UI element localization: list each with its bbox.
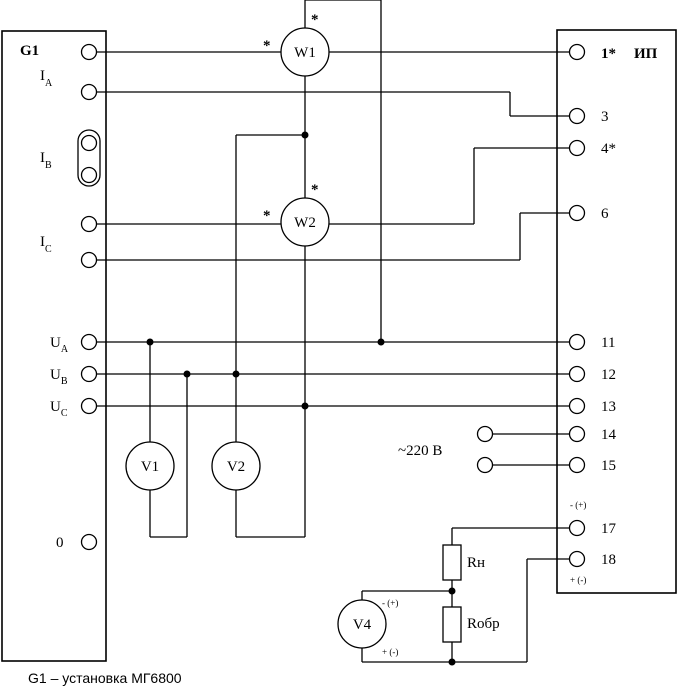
g1-terminal-zero [80, 533, 98, 551]
ip-terminal-13 [568, 397, 586, 415]
voltmeter-v1 [125, 441, 175, 491]
ip-label-12: 12 [601, 367, 616, 383]
voltmeter-v1-label: V1 [141, 459, 159, 475]
resistor-robr [442, 606, 462, 643]
g1-label-uc: UC [50, 399, 68, 419]
ip-terminal-11 [568, 333, 586, 351]
v4-polarity-bottom: + (-) [382, 647, 398, 657]
ip-label-18: 18 [601, 552, 616, 568]
ip-terminal-6 [568, 204, 586, 222]
voltmeter-v2 [211, 441, 261, 491]
ip-label-15: 15 [601, 458, 616, 474]
resistor-rn-label: Rн [467, 555, 485, 571]
w2-star-voltage: * [311, 182, 319, 198]
g1-terminal-ia1 [80, 43, 98, 61]
ip-terminal-14 [568, 425, 586, 443]
ip-terminal-4 [568, 139, 586, 157]
g1-label-ia: IA [40, 68, 53, 89]
w2-star-current: * [263, 208, 271, 224]
resistor-rn [442, 544, 462, 581]
w1-star-voltage: * [311, 12, 319, 28]
ip-polarity-bottom: + (-) [570, 575, 586, 585]
wattmeter-w2 [280, 197, 330, 247]
ip-label-17: 17 [601, 521, 617, 537]
voltmeter-v4-label: V4 [353, 617, 372, 633]
g1-label-ic: IC [40, 234, 52, 255]
supply-terminal-1 [476, 425, 494, 443]
g1-label-ib: IB [40, 150, 52, 171]
caption: G1 – установка МГ6800 [28, 670, 182, 686]
supply-terminal-2 [476, 456, 494, 474]
ip-terminal-18 [568, 550, 586, 568]
voltmeter-v2-label: V2 [227, 459, 245, 475]
supply-label: ~220 В [398, 443, 442, 459]
ip-label-1: 1* [601, 46, 616, 62]
ip-label-4: 4* [601, 141, 616, 157]
resistor-robr-label: Rобр [467, 616, 500, 632]
g1-label-ua: UA [50, 335, 69, 355]
ip-label-11: 11 [601, 335, 615, 351]
ip-terminal-15 [568, 456, 586, 474]
wattmeter-w1 [280, 27, 330, 77]
junction-dots [146, 131, 456, 666]
g1-terminal-ib1 [80, 134, 98, 152]
g1-terminal-ia2 [80, 83, 98, 101]
g1-title: G1 [20, 43, 39, 59]
wires [97, 0, 569, 663]
ip-label-13: 13 [601, 399, 616, 415]
junction-dot [232, 370, 240, 378]
g1-label-ub: UB [50, 367, 68, 387]
ip-polarity-top: - (+) [570, 500, 586, 510]
g1-terminal-ic2 [80, 251, 98, 269]
w1-star-current: * [263, 38, 271, 54]
junction-dot [146, 338, 154, 346]
junction-dot [301, 402, 309, 410]
g1-terminal-ib2 [80, 166, 98, 184]
g1-ib-link [77, 129, 101, 187]
junction-dot [448, 587, 456, 595]
ip-label-6: 6 [601, 206, 609, 222]
junction-dot [377, 338, 385, 346]
junction-dot [183, 370, 191, 378]
ip-title: ИП [634, 46, 658, 62]
wattmeter-w1-label: W1 [294, 45, 316, 61]
junction-dot [448, 658, 456, 666]
g1-terminal-uc [80, 397, 98, 415]
g1-terminal-ua [80, 333, 98, 351]
v4-polarity-top: - (+) [382, 598, 398, 608]
voltmeter-v4 [337, 599, 387, 649]
g1-terminal-ub [80, 365, 98, 383]
ip-label-14: 14 [601, 427, 617, 443]
ip-terminal-12 [568, 365, 586, 383]
g1-terminal-ic1 [80, 215, 98, 233]
wattmeter-w2-label: W2 [294, 215, 316, 231]
ip-label-3: 3 [601, 109, 609, 125]
ip-terminal-3 [568, 107, 586, 125]
g1-label-zero: 0 [56, 535, 64, 551]
junction-dot [301, 131, 309, 139]
ip-terminal-1 [568, 43, 586, 61]
ip-terminal-17 [568, 519, 586, 537]
